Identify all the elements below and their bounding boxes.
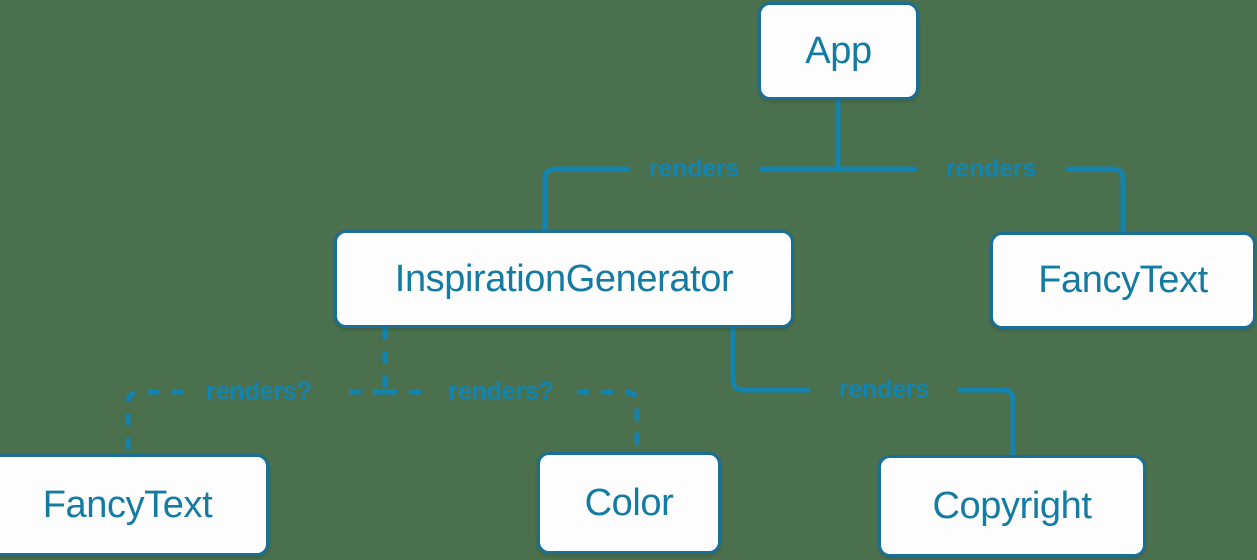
- edge-label-inspiration-color: renders?: [448, 377, 554, 406]
- edge-label-inspiration-fancytext: renders?: [206, 377, 312, 406]
- connector-inspiration-to-color-tail: [577, 389, 640, 452]
- node-color-label: Color: [584, 481, 674, 524]
- edge-label-inspiration-copyright: renders: [838, 375, 930, 404]
- node-color[interactable]: Color: [537, 452, 721, 554]
- node-app-label: App: [805, 29, 872, 72]
- connector-app-to-inspiration-right: [542, 166, 631, 233]
- edge-label-app-inspiration: renders: [648, 154, 740, 183]
- node-fancytext-bottom-left[interactable]: FancyText: [0, 454, 269, 556]
- connector-inspiration-copyright-left: [730, 325, 811, 393]
- node-fancytext-bottom-left-label: FancyText: [42, 483, 213, 526]
- connector-app-to-fancytext-right: [1065, 166, 1126, 235]
- node-app[interactable]: App: [758, 2, 919, 100]
- connector-inspiration-to-fancytext-bl-tail: [125, 389, 183, 455]
- node-copyright[interactable]: Copyright: [878, 455, 1146, 557]
- connector-inspiration-copyright-right: [957, 387, 1016, 458]
- node-copyright-label: Copyright: [932, 484, 1092, 527]
- node-fancytext-right-label: FancyText: [1038, 259, 1208, 301]
- node-inspiration-generator[interactable]: InspirationGenerator: [334, 230, 794, 328]
- node-fancytext-right[interactable]: FancyText: [990, 232, 1256, 329]
- edge-label-app-fancytext: renders: [945, 154, 1037, 183]
- node-inspiration-generator-label: InspirationGenerator: [394, 257, 734, 300]
